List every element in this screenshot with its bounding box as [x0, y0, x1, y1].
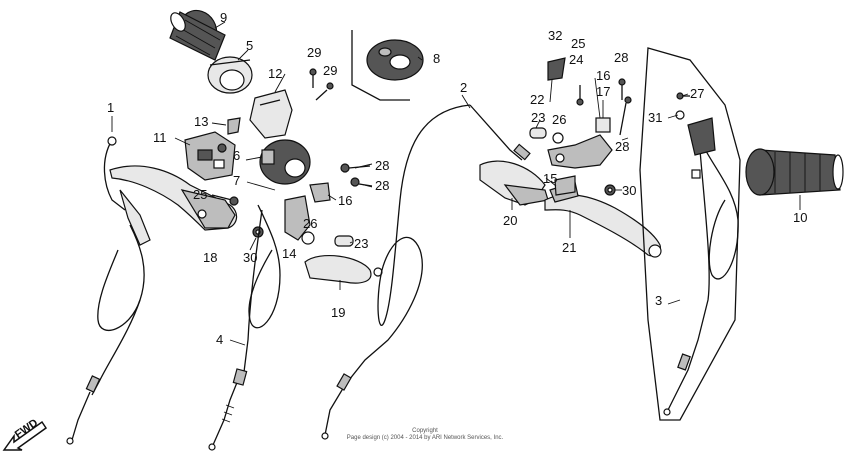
- part-label: 21: [562, 240, 576, 255]
- screw-25-left[interactable]: [211, 194, 239, 206]
- part-label: 25: [571, 36, 585, 51]
- part-label: 31: [648, 110, 662, 125]
- throttle-tube[interactable]: [207, 56, 253, 94]
- grip-right[interactable]: [745, 148, 844, 196]
- screw-29-b[interactable]: [315, 82, 334, 101]
- clutch-cable[interactable]: [66, 136, 145, 445]
- part-label: 11: [153, 130, 167, 145]
- part-label: 28: [615, 139, 629, 154]
- cover-19[interactable]: [304, 255, 383, 284]
- washer-26-right[interactable]: [552, 132, 564, 144]
- part-label: 28: [375, 178, 389, 193]
- holder-14[interactable]: [284, 195, 311, 241]
- part-label: 27: [690, 86, 704, 101]
- part-label: 1: [107, 100, 114, 115]
- part-label: 14: [282, 246, 296, 261]
- cable-group-outline: [639, 47, 741, 421]
- part-label: 18: [203, 250, 217, 265]
- screw-28-c[interactable]: [618, 78, 626, 100]
- part-label: 32: [548, 28, 562, 43]
- part-label: 20: [503, 213, 517, 228]
- part-label: 22: [530, 92, 544, 107]
- part-label: 23: [354, 236, 368, 251]
- throttle-cable[interactable]: [208, 204, 281, 451]
- nut-30-right[interactable]: [604, 184, 616, 196]
- part-label: 9: [220, 10, 227, 25]
- part-label: 28: [375, 158, 389, 173]
- lever-holder-22[interactable]: [547, 117, 613, 169]
- clip-13[interactable]: [227, 117, 241, 135]
- part-label: 7: [233, 173, 240, 188]
- choke-cable[interactable]: [321, 104, 531, 440]
- part-label: 3: [655, 293, 662, 308]
- part-label: 8: [433, 51, 440, 66]
- switch-housing-8[interactable]: [366, 39, 424, 81]
- bolt-23-left[interactable]: [334, 235, 354, 247]
- front-brake-cable[interactable]: [663, 139, 739, 416]
- part-label: 2: [460, 80, 467, 95]
- washer-31[interactable]: [675, 110, 685, 120]
- part-label: 28: [614, 50, 628, 65]
- fwd-arrow-icon: [2, 420, 48, 451]
- switch-housing-right[interactable]: [259, 139, 311, 185]
- stop-switch[interactable]: [687, 117, 716, 179]
- part-label: 16: [338, 193, 352, 208]
- part-label: 6: [233, 148, 240, 163]
- part-label: 25: [193, 187, 207, 202]
- part-label: 17: [596, 84, 610, 99]
- screw-24[interactable]: [576, 85, 584, 106]
- leader-lines: [111, 21, 801, 346]
- holder-16-left[interactable]: [309, 182, 331, 203]
- part-label: 16: [596, 68, 610, 83]
- part-label: 13: [194, 114, 208, 129]
- part-label: 24: [569, 52, 583, 67]
- copyright-line-1: Copyright: [412, 428, 438, 434]
- part-label: 30: [243, 250, 257, 265]
- part-label: 5: [246, 38, 253, 53]
- copyright-line-2: Page design (c) 2004 - 2014 by ARI Netwo…: [346, 435, 504, 441]
- screw-28-d[interactable]: [619, 96, 632, 136]
- housing-cover-12[interactable]: [249, 89, 293, 139]
- clutch-lever[interactable]: [109, 165, 238, 246]
- part-label: 19: [331, 305, 345, 320]
- switch-housing-left[interactable]: [184, 131, 236, 181]
- part-label: 26: [552, 112, 566, 127]
- part-label: 30: [622, 183, 636, 198]
- part-label: 12: [268, 66, 282, 81]
- washer-26-left[interactable]: [301, 231, 315, 245]
- bracket-line: [351, 30, 410, 101]
- part-label: 26: [303, 216, 317, 231]
- switch-27[interactable]: [676, 92, 690, 100]
- brake-master-20[interactable]: [479, 160, 549, 206]
- part-label: 4: [216, 332, 223, 347]
- part-label: 23: [531, 110, 545, 125]
- grip-left[interactable]: [168, 4, 226, 61]
- part-label: 29: [307, 45, 321, 60]
- screw-29-a[interactable]: [309, 68, 317, 88]
- bolt-23-right[interactable]: [529, 127, 547, 139]
- clip-32[interactable]: [547, 57, 566, 81]
- copyright-notice: Copyright Page design (c) 2004 - 2014 by…: [280, 428, 570, 442]
- part-label: 15: [543, 171, 557, 186]
- holder-15[interactable]: [554, 175, 576, 196]
- part-label: 10: [793, 210, 807, 225]
- part-label: 29: [323, 63, 337, 78]
